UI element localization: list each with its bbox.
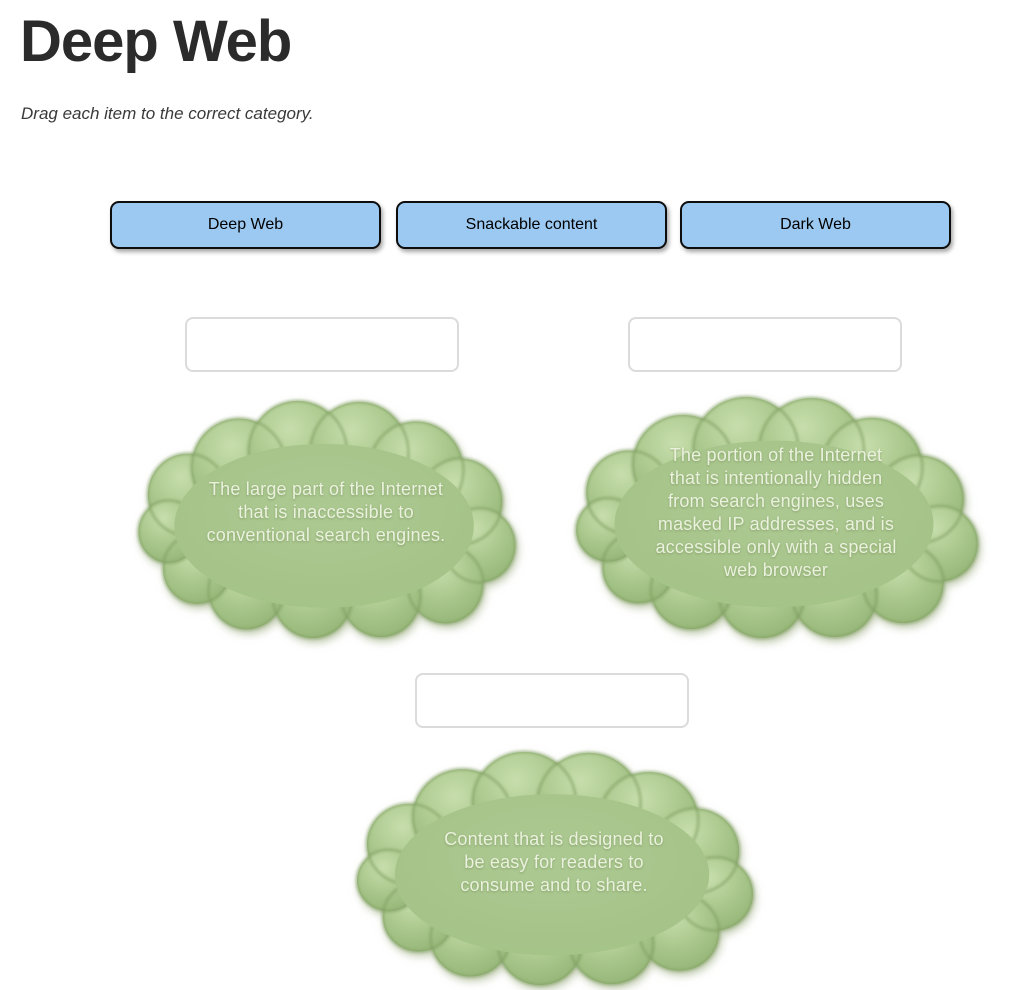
drop-zone-2[interactable] [628,317,902,372]
cloud-shape-icon [574,395,980,640]
cloud-definition-2: The portion of the Internet that is inte… [564,393,988,643]
drag-item-deep-web[interactable]: Deep Web [110,201,381,249]
cloud-shape-icon [355,750,755,987]
cloud-shape-icon [136,399,517,640]
drop-zone-3[interactable] [415,673,689,728]
drag-item-snackable-content[interactable]: Snackable content [396,201,667,249]
drop-zone-1[interactable] [185,317,459,372]
instruction-text: Drag each item to the correct category. [21,104,314,123]
cloud-definition-1: The large part of the Internet that is i… [127,397,525,643]
page-title: Deep Web [20,9,292,74]
cloud-definition-3: Content that is designed to be easy for … [345,748,763,990]
drag-item-dark-web[interactable]: Dark Web [680,201,951,249]
